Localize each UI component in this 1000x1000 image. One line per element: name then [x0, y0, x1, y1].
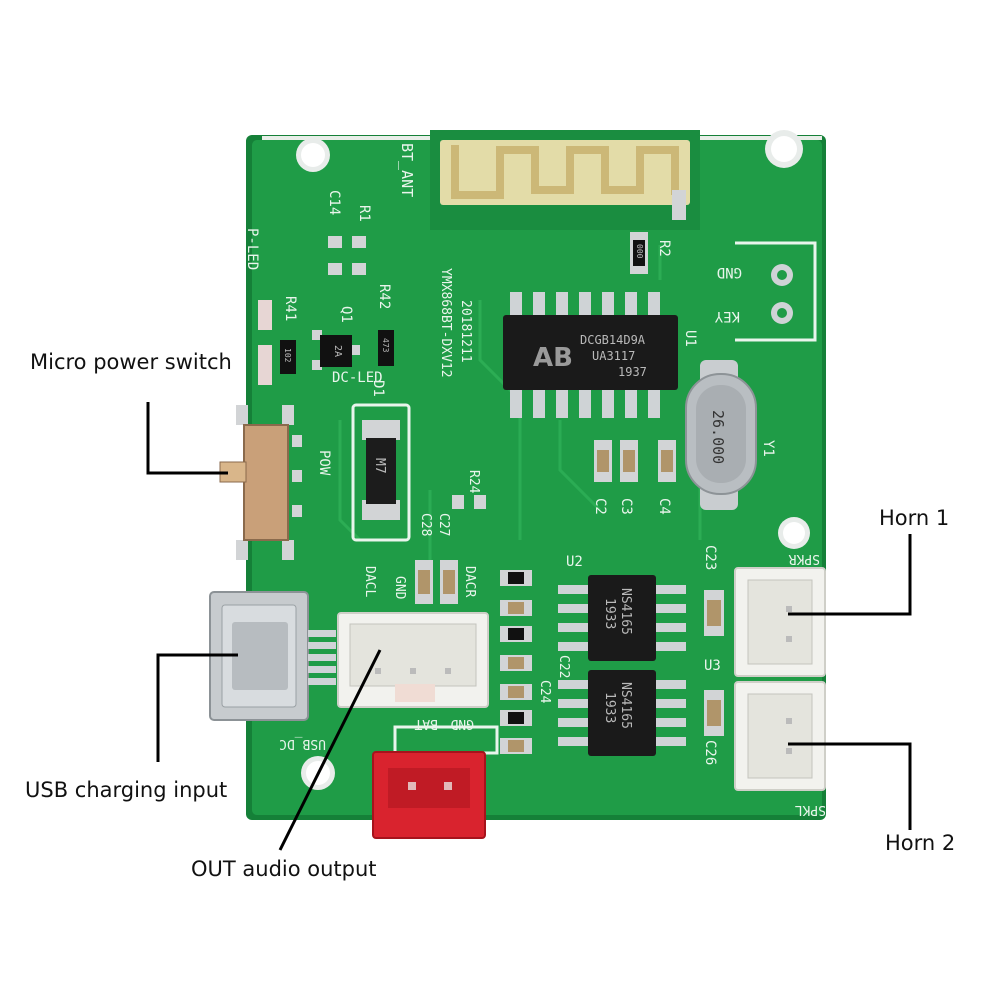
svg-text:UA3117: UA3117	[592, 349, 635, 363]
capacitors-c23-c26: C23 C26	[702, 545, 724, 765]
svg-text:C24: C24	[537, 680, 552, 704]
svg-text:26.000: 26.000	[709, 410, 727, 464]
battery-connector: BAT GND	[372, 716, 499, 839]
svg-text:DCGB14D9A: DCGB14D9A	[580, 333, 646, 347]
svg-text:473: 473	[381, 338, 390, 353]
svg-text:GND: GND	[717, 264, 742, 280]
svg-text:DC-LED: DC-LED	[332, 370, 383, 386]
svg-text:SPKR: SPKR	[789, 551, 820, 566]
svg-text:20181211: 20181211	[458, 300, 473, 363]
svg-text:GND: GND	[392, 576, 407, 600]
svg-text:DACR: DACR	[462, 566, 477, 597]
diode-d1: M7	[351, 403, 411, 542]
label-usb-charging-input: USB charging input	[25, 778, 228, 802]
svg-text:000: 000	[635, 244, 644, 259]
svg-text:R41: R41	[282, 296, 298, 321]
svg-text:NS4165: NS4165	[618, 588, 633, 635]
crystal-y1: 26.000 Y1	[685, 360, 776, 510]
svg-text:U3: U3	[704, 658, 721, 674]
svg-text:C26: C26	[702, 740, 718, 765]
svg-text:U2: U2	[566, 554, 583, 570]
svg-text:C14: C14	[326, 190, 342, 215]
svg-text:Y1: Y1	[760, 440, 776, 457]
svg-text:C28: C28	[418, 513, 433, 536]
svg-text:102: 102	[283, 348, 292, 363]
svg-text:R24: R24	[466, 470, 481, 494]
leader-horn-1	[788, 534, 912, 616]
svg-text:C22: C22	[556, 655, 571, 678]
silk-top-left-labels: C14 R1 P-LED R41 Q1 R42 DC-LED D1 POW 20…	[244, 190, 473, 476]
key-gnd-header: GND KEY	[714, 241, 817, 342]
svg-text:C27: C27	[436, 513, 451, 536]
spkl-connector: SPKL	[734, 681, 826, 817]
amp-chip-u2: NS4165 1933 U2	[558, 554, 686, 661]
svg-text:DACL: DACL	[362, 566, 377, 597]
svg-text:GND: GND	[450, 716, 474, 731]
capacitors-c27-c28	[415, 560, 458, 604]
label-out-audio-output: OUT audio output	[191, 857, 377, 881]
silk-bt-ant: BT_ANT	[398, 143, 416, 197]
power-switch	[219, 405, 302, 560]
svg-text:C3: C3	[618, 498, 634, 515]
label-horn-2: Horn 2	[885, 831, 956, 855]
amp-chip-u3: NS4165 1933 U3	[558, 658, 721, 756]
svg-text:M7: M7	[372, 458, 387, 474]
leader-usb	[156, 653, 238, 762]
svg-text:SPKL: SPKL	[795, 802, 826, 817]
svg-text:1933: 1933	[602, 598, 617, 629]
resistor-column: C22 C24	[500, 570, 571, 754]
label-horn-1: Horn 1	[879, 506, 950, 530]
leader-horn-2	[788, 742, 912, 830]
svg-text:R42: R42	[376, 284, 392, 309]
svg-text:YMX868BT-DXV12: YMX868BT-DXV12	[438, 268, 453, 378]
audio-out-connector	[337, 612, 489, 708]
spkr-connector: SPKR	[734, 551, 826, 677]
svg-text:C4: C4	[656, 498, 672, 515]
svg-text:U1: U1	[682, 330, 698, 347]
svg-text:P-LED: P-LED	[244, 228, 260, 270]
svg-text:AB: AB	[533, 343, 573, 373]
svg-text:1937: 1937	[618, 365, 647, 379]
capacitors-c2-c4: C2 C3 C4	[592, 440, 676, 515]
svg-text:POW: POW	[316, 450, 332, 476]
silk-out-labels: R24 C27 C28 DACL GND DACR	[362, 470, 486, 600]
svg-text:R1: R1	[356, 205, 372, 222]
leader-out	[278, 649, 382, 851]
svg-text:KEY: KEY	[714, 308, 740, 324]
svg-text:1933: 1933	[602, 692, 617, 723]
callout-lines	[146, 402, 912, 851]
small-resistors: 102 473 000 R2	[280, 232, 672, 374]
svg-text:R2: R2	[656, 240, 672, 257]
svg-text:BAT: BAT	[414, 716, 438, 731]
transistor-q1: 2A	[312, 330, 360, 370]
svg-text:USB_DC: USB_DC	[279, 736, 326, 751]
svg-text:C2: C2	[592, 498, 608, 515]
smd-pads-top-left	[258, 236, 366, 385]
svg-text:C23: C23	[702, 545, 718, 570]
label-micro-power-switch: Micro power switch	[30, 350, 232, 374]
bt-antenna: BT_ANT	[398, 130, 700, 230]
svg-text:2A: 2A	[332, 345, 343, 357]
svg-text:Q1: Q1	[338, 306, 354, 323]
leader-power-switch	[146, 402, 228, 475]
svg-text:D1: D1	[370, 380, 386, 397]
svg-text:NS4165: NS4165	[618, 682, 633, 729]
chip-u1: AB DCGB14D9A UA3117 1937 U1	[503, 292, 698, 418]
